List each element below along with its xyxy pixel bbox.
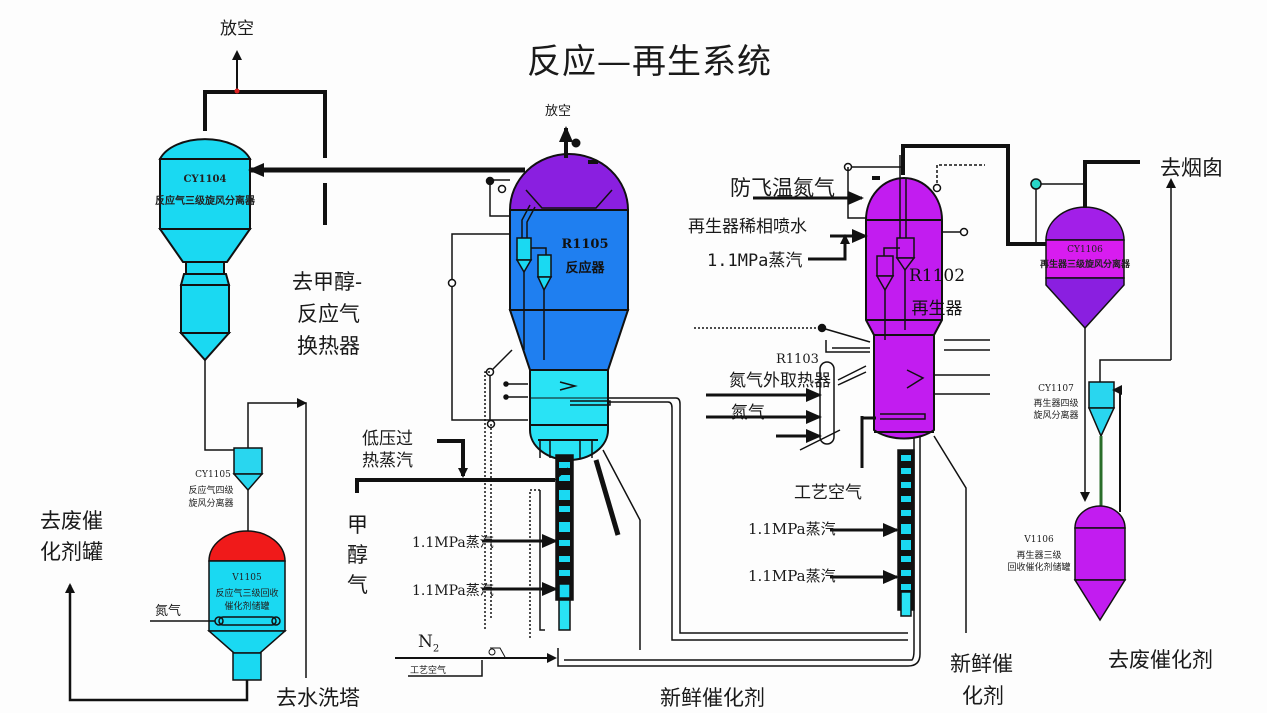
- cy1104-name: 反应气三级旋风分离器: [155, 196, 255, 207]
- diagram-title: 反应—再生系统: [527, 42, 772, 82]
- steam-regen-top-line: [808, 234, 850, 261]
- fresh-catalyst-right-label-1: 新鲜催: [950, 652, 1013, 676]
- steam-r2-label: 1.1MPa蒸汽: [412, 583, 494, 599]
- to-spent-catalyst-label: 去废催化剂: [1108, 648, 1213, 672]
- methanol-gas-label: 甲醇气: [347, 513, 368, 597]
- fresh-catalyst-bottom-label: 新鲜催化剂: [660, 686, 765, 710]
- cy1105-name-2: 旋风分离器: [188, 499, 234, 509]
- r1102-riser: [897, 449, 915, 617]
- process-air-line: [860, 416, 876, 468]
- cy1107-tag: CY1107: [1038, 384, 1074, 394]
- to-chimney-label: 去烟囱: [1160, 156, 1223, 180]
- nitrogen-v1105-label: 氮气: [155, 604, 182, 619]
- steam-g2-label: 1.1MPa蒸汽: [748, 567, 836, 585]
- cy1106-name: 再生器三级旋风分离器: [1039, 260, 1130, 270]
- cy1105-tag: CY1105: [195, 470, 231, 480]
- r1105-tag: R1105: [561, 237, 609, 252]
- n2-text: N: [418, 632, 433, 652]
- steam-g1-label: 1.1MPa蒸汽: [748, 520, 836, 538]
- r1103-vessel: [694, 323, 871, 451]
- r1102-internals: [875, 155, 926, 420]
- cy1104-bottom-line: [204, 360, 236, 451]
- cy1106-lines: [1030, 160, 1176, 502]
- v1105-name-1: 反应气三级回收: [215, 589, 279, 599]
- process-air-label: 工艺空气: [794, 483, 862, 503]
- to-methanol-hx-label-2: 反应气: [297, 302, 360, 326]
- fresh-catalyst-right-line: [933, 435, 967, 633]
- v1106-tag: V1106: [1024, 535, 1054, 545]
- cy1104-tag: CY1104: [183, 174, 227, 185]
- r1105-name: 反应器: [565, 261, 605, 276]
- to-water-wash-label: 去水洗塔: [276, 686, 360, 710]
- reactor-catalyst-lines: [557, 397, 921, 667]
- cy1107-name-1: 再生器四级: [1033, 399, 1079, 409]
- cy1105-name-1: 反应气四级: [188, 486, 234, 496]
- cy1105-top-line: [247, 398, 307, 448]
- cy1106-vessel: [1045, 206, 1125, 330]
- r1103-tag: R1103: [776, 352, 819, 367]
- v1105-vessel: [207, 530, 287, 681]
- v1106-name-2: 回收催化剂储罐: [1007, 563, 1071, 573]
- to-methanol-hx-label-3: 换热器: [297, 334, 360, 358]
- n2-label: N2: [418, 632, 439, 654]
- to-spent-tank-label-2: 化剂罐: [40, 540, 103, 564]
- cy1106-tag: CY1106: [1067, 245, 1103, 255]
- v1106-vessel: [1073, 505, 1127, 622]
- nitrogen-r1103-label: 氮气: [731, 403, 765, 423]
- r1105-cyclones: [515, 204, 611, 406]
- fresh-catalyst-right-label-2: 化剂: [962, 684, 1004, 708]
- v1105-tag: V1105: [232, 573, 262, 583]
- water-wash-line: [305, 402, 307, 678]
- r1105-riser: [538, 439, 598, 631]
- steam-r1-label: 1.1MPa蒸汽: [412, 535, 494, 551]
- r1102-tag: R1102: [908, 266, 966, 286]
- r1102-name: 再生器: [911, 299, 963, 319]
- n2-subscript: 2: [432, 643, 440, 655]
- v1105-name-2: 催化剂储罐: [224, 602, 270, 612]
- vent-label-reactor: 放空: [545, 104, 572, 119]
- cy1107-name-2: 旋风分离器: [1033, 411, 1079, 421]
- lp-steam-label-1: 低压过: [362, 429, 413, 449]
- n2-line: [395, 647, 557, 677]
- cy1107-vessel: [1087, 381, 1122, 512]
- to-spent-tank-label-1: 去废催: [40, 509, 103, 533]
- anti-temp-n2-label: 防飞温氮气: [730, 176, 835, 200]
- process-air-small-label: 工艺空气: [410, 666, 447, 676]
- steam-regen-top-label: 1.1MPa蒸汽: [707, 251, 803, 271]
- vent-label-left: 放空: [220, 19, 254, 39]
- to-methanol-hx-label-1: 去甲醇-: [292, 270, 363, 294]
- cy1104-vessel: [158, 138, 252, 362]
- regen-spray-water-label: 再生器稀相喷水: [688, 217, 807, 237]
- reactor-vent: [559, 126, 598, 164]
- r1105-vessel: [508, 153, 630, 461]
- spent-tank-line: [65, 583, 249, 702]
- v1106-name-1: 再生器三级: [1016, 551, 1062, 561]
- r1103-name: 氮气外取热器: [729, 371, 831, 391]
- vent-line-left: [203, 50, 327, 225]
- regen-top-lines: [843, 144, 1050, 395]
- lp-steam-label-2: 热蒸汽: [362, 451, 413, 471]
- reactor-instrument-lines: [447, 176, 528, 630]
- r1102-vessel: [865, 177, 943, 440]
